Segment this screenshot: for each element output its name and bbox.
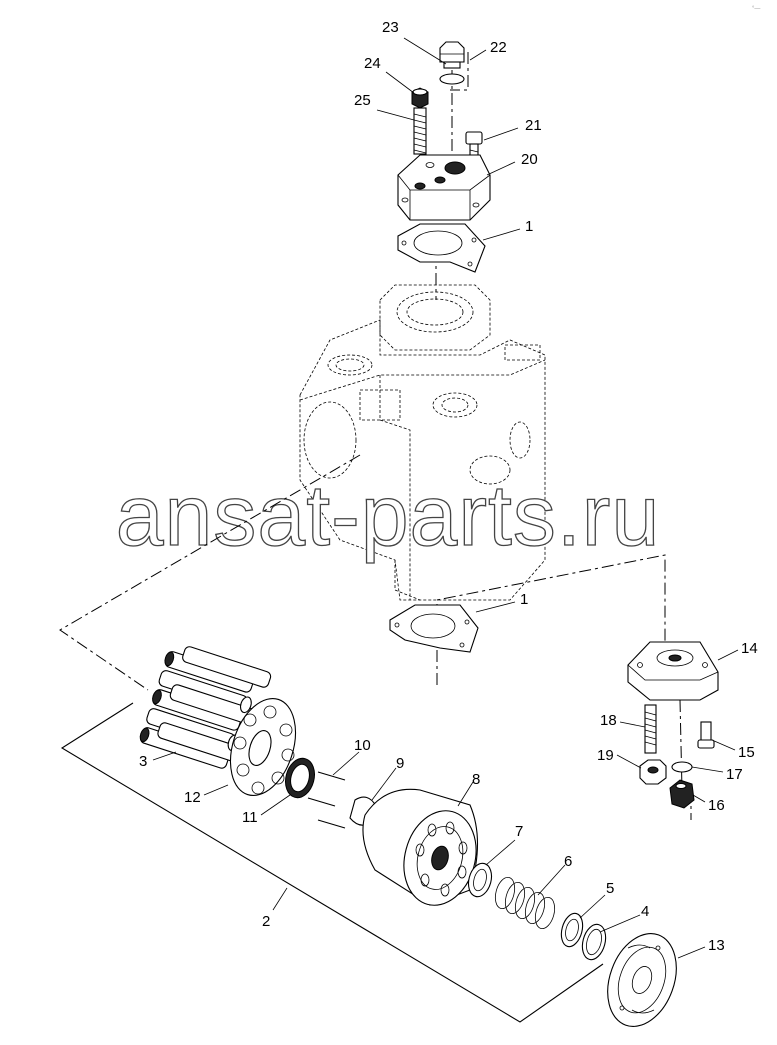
piston-set-part-3 [139,646,272,769]
cover-plate-part-20 [397,154,491,221]
spring-part-6 [494,876,556,930]
callout-6: 6 [564,853,572,870]
callout-25: 25 [354,92,371,109]
screw-part-15 [697,721,715,749]
nut-part-24 [411,87,429,109]
group-bracket [60,702,604,1023]
callout-16: 16 [708,797,725,814]
end-cover-part-14 [627,641,719,701]
callout-1-bottom: 1 [520,591,528,608]
callout-14: 14 [741,640,758,657]
stud-part-25 [413,107,427,155]
retainer-plate-part-12 [230,698,296,796]
o-ring-part-23 [439,73,465,85]
snap-ring-part-4 [581,923,607,961]
callout-11: 11 [242,809,258,826]
callout-23: 23 [382,19,399,36]
gasket-part-1-bottom [389,604,479,653]
callout-10: 10 [354,737,371,754]
callout-3: 3 [139,753,147,770]
nut-part-19 [639,759,667,785]
callout-19: 19 [597,747,614,764]
callout-18: 18 [600,712,617,729]
callout-21: 21 [525,117,542,134]
o-ring-part-17 [671,761,693,773]
pump-housing [299,284,546,601]
watermark-text: ansat-parts.ru [116,468,661,564]
callout-24: 24 [364,55,381,72]
gasket-part-1-top [397,223,486,273]
callout-12: 12 [184,789,201,806]
pins-part-10 [307,771,346,829]
washer-part-5 [560,912,584,948]
corner-mark: °— [752,6,760,12]
spherical-guide-part-11 [285,757,315,799]
cylinder-block-part-8 [362,788,479,906]
valve-plate-part-13 [607,933,677,1027]
callout-20: 20 [521,151,538,168]
callout-13: 13 [708,937,725,954]
washer-part-7 [467,862,493,898]
leader-lines [152,37,739,959]
callout-labels: 23 22 24 25 21 20 1 1 14 18 15 19 17 16 … [139,19,758,954]
callout-15: 15 [738,744,755,761]
plug-part-22 [439,41,465,69]
callout-2: 2 [262,913,270,930]
callout-5: 5 [606,880,614,897]
callout-8: 8 [472,771,480,788]
callout-22: 22 [490,39,507,56]
plug-part-16 [669,779,695,809]
callout-17: 17 [726,766,743,783]
callout-1-top: 1 [525,218,533,235]
callout-4: 4 [641,903,649,920]
callout-9: 9 [396,755,404,772]
stud-part-18 [644,704,657,754]
callout-7: 7 [515,823,523,840]
